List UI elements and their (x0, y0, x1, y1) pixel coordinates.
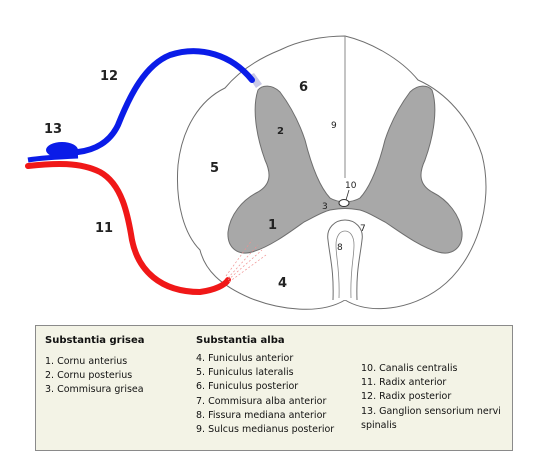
label-2: 2 (277, 126, 284, 137)
legend-item: 10. Canalis centralis (361, 363, 458, 374)
label-9: 9 (331, 121, 337, 131)
fissura-mediana-anterior (327, 219, 363, 301)
legend-item: 9. Sulcus medianus posterior (196, 424, 335, 436)
fissura-inner-line (335, 230, 355, 299)
label-7: 7 (360, 224, 366, 234)
legend-item: 3. Commisura grisea (45, 384, 144, 396)
legend-item: 12. Radix posterior (361, 391, 452, 403)
anterior-rootlets (225, 239, 267, 283)
legend-list-alba: 4. Funiculus anterior 5. Funiculus later… (196, 352, 356, 437)
label-10: 10 (345, 181, 357, 191)
label-4: 4 (278, 276, 287, 291)
canal-pointer (345, 189, 350, 201)
legend-item: 13. Ganglion sensorium nervi spinalis (361, 405, 501, 431)
legend-item: 11. Radix anterior (361, 377, 447, 389)
legend-item: 8. Fissura mediana anterior (196, 409, 327, 421)
spinal-nerve-stub (27, 153, 79, 163)
legend-heading-alba: Substantia alba (196, 335, 285, 346)
legend-item: 1. Cornu anterius (45, 356, 128, 367)
legend-list-other: 10. Canalis centralis 11. Radix anterior… (361, 362, 507, 433)
legend-col-alba: Substantia alba 4. Funiculus anterior 5.… (196, 335, 356, 437)
canalis-centralis (338, 199, 350, 207)
label-11: 11 (95, 221, 113, 236)
legend-item: 4. Funiculus anterior (196, 353, 294, 364)
grey-matter (227, 85, 463, 254)
spinal-cord-diagram: 1 2 3 4 5 6 7 8 9 10 11 12 13 (25, 35, 487, 310)
label-13: 13 (44, 122, 62, 137)
legend-item: 5. Funiculus lateralis (196, 367, 294, 379)
label-8: 8 (337, 243, 343, 253)
legend-col-grisea: Substantia grisea 1. Cornu anterius 2. C… (45, 335, 195, 398)
label-1: 1 (268, 218, 277, 233)
legend-item: 6. Funiculus posterior (196, 381, 299, 393)
legend-item: 7. Commisura alba anterior (196, 395, 327, 407)
label-6: 6 (299, 80, 308, 95)
radix-posterior (75, 48, 255, 155)
legend-item: 2. Cornu posterius (45, 370, 133, 382)
legend-col-other: 10. Canalis centralis 11. Radix anterior… (361, 362, 507, 433)
radix-anterior (25, 160, 231, 296)
label-3: 3 (322, 202, 328, 212)
legend-list-grisea: 1. Cornu anterius 2. Cornu posterius 3. … (45, 355, 195, 398)
legend-box: Substantia grisea 1. Cornu anterius 2. C… (35, 325, 513, 451)
label-5: 5 (210, 161, 219, 176)
label-12: 12 (100, 69, 118, 84)
legend-heading-grisea: Substantia grisea (45, 335, 145, 346)
